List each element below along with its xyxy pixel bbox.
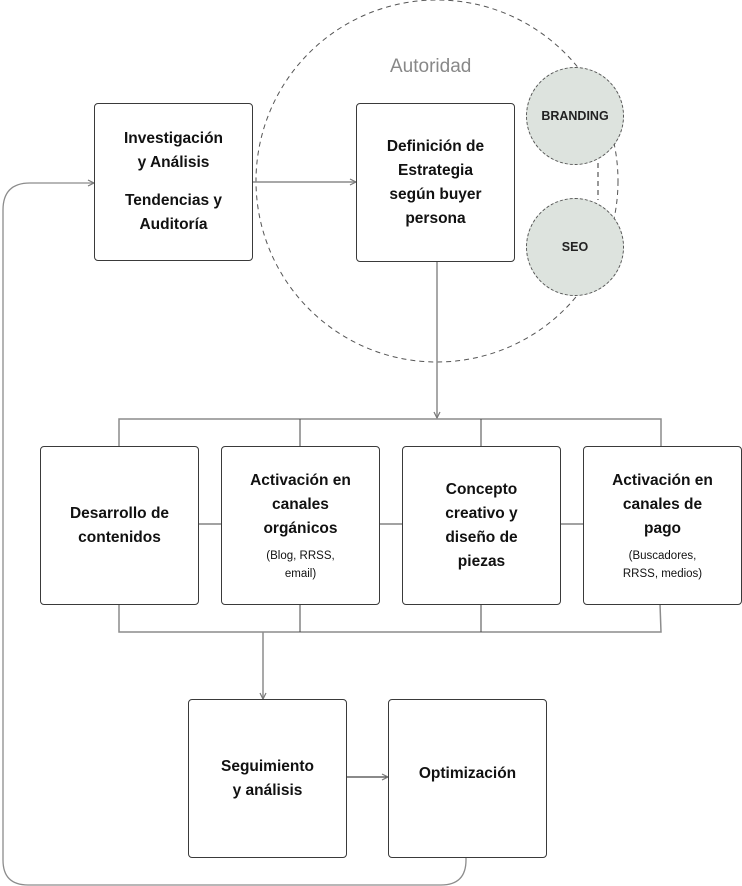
step-content: Desarrollo de contenidos xyxy=(40,446,199,605)
step-research-line3: Tendencias y xyxy=(124,192,223,209)
branding-bubble: BRANDING xyxy=(526,67,624,165)
step-strategy-line1: Definición de xyxy=(386,137,485,155)
step-organic-line1: Activación en xyxy=(250,471,351,489)
seo-bubble: SEO xyxy=(526,198,624,296)
branding-label: BRANDING xyxy=(541,109,609,123)
step-organic-line3: orgánicos xyxy=(263,519,338,537)
top-bracket xyxy=(118,418,662,446)
step-paid-sub2: RRSS, medios) xyxy=(622,567,703,580)
step-paid-line1: Activación en xyxy=(612,471,713,489)
step-organic: Activación en canales orgánicos (Blog, R… xyxy=(221,446,380,605)
step-strategy-line2: Estrategia xyxy=(398,161,473,179)
step-optimization: Optimización xyxy=(388,699,547,858)
step-paid-line3: pago xyxy=(643,519,682,537)
step-creative-line1: Concepto xyxy=(445,480,518,498)
step-creative: Concepto creativo y diseño de piezas xyxy=(402,446,561,605)
step-research-line1: Investigación xyxy=(123,130,224,147)
step-creative-line2: creativo y xyxy=(445,504,518,522)
step-strategy-line4: persona xyxy=(405,209,466,227)
step-research: Investigación y Análisis Tendencias y Au… xyxy=(94,103,253,261)
step-strategy-line3: según buyer xyxy=(389,185,482,203)
step-paid: Activación en canales de pago (Buscadore… xyxy=(583,446,742,605)
step-creative-line4: piezas xyxy=(457,552,506,570)
step-organic-line2: canales xyxy=(272,495,329,513)
seo-label: SEO xyxy=(561,240,589,254)
step-content-line1: Desarrollo de xyxy=(69,504,170,522)
step-tracking: Seguimiento y análisis xyxy=(188,699,347,858)
step-optimization-line1: Optimización xyxy=(418,764,517,782)
autoridad-circle xyxy=(255,0,619,363)
step-content-line2: contenidos xyxy=(78,528,161,546)
step-organic-sub2: email) xyxy=(284,567,317,580)
step-creative-line3: diseño de xyxy=(445,528,518,546)
autoridad-label: Autoridad xyxy=(390,56,472,77)
step-research-line4: Auditoría xyxy=(139,216,208,233)
step-tracking-line2: y análisis xyxy=(232,781,303,799)
step-strategy: Definición de Estrategia según buyer per… xyxy=(356,103,515,262)
step-paid-sub1: (Buscadores, xyxy=(628,549,697,562)
feedback-loop-arrow xyxy=(2,183,467,886)
step-organic-sub1: (Blog, RRSS, xyxy=(266,549,335,562)
step-research-line2: y Análisis xyxy=(137,154,210,171)
bottom-bracket xyxy=(118,603,662,633)
step-tracking-line1: Seguimiento xyxy=(220,757,314,775)
step-paid-line2: canales de xyxy=(622,495,703,513)
